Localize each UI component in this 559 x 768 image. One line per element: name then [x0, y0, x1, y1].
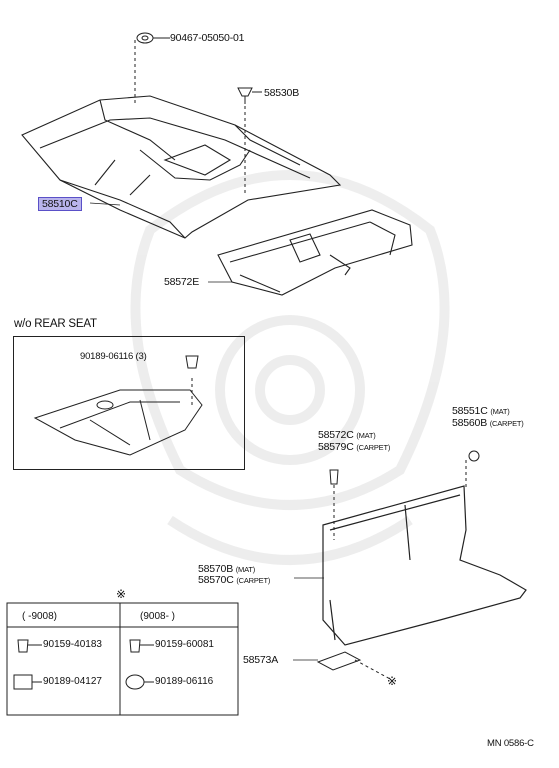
part-number: 58579C	[318, 441, 354, 453]
label-rear-mat-a: 58572C (MAT)	[318, 429, 376, 442]
inset-frame	[13, 336, 245, 470]
label-clip-right-b: 58560B (CARPET)	[452, 417, 524, 430]
label-rear-mat-b: 58579C (CARPET)	[318, 441, 390, 454]
front-floor-carpet	[21, 95, 342, 239]
label-inset-clip: 90189-06116 (3)	[80, 351, 147, 362]
part-number: 58560B	[452, 417, 488, 429]
table-col1-part2: 90189-04127	[43, 676, 102, 687]
rear-floor-cover	[217, 209, 413, 296]
label-luggage-b: 58570C (CARPET)	[198, 574, 270, 587]
label-luggage-a: 58570B (MAT)	[198, 563, 255, 576]
label-clip-right-a: 58551C (MAT)	[452, 405, 510, 418]
clip-icon-right	[468, 450, 480, 462]
part-number: 58551C	[452, 405, 488, 417]
table-col2-part2: 90189-06116	[155, 676, 214, 687]
fastener-table	[6, 602, 239, 716]
inset-floor-carpet	[33, 389, 203, 456]
table-col2-part1: 90159-60081	[155, 639, 214, 650]
push-clip-icon	[237, 87, 262, 104]
table-header-col1: ( -9008)	[22, 611, 58, 622]
leader-dashes	[134, 40, 467, 681]
watermark-logo	[130, 170, 450, 565]
part-tag: (CARPET)	[236, 576, 271, 585]
luggage-compartment-mat	[322, 485, 527, 646]
label-clip-front: 58530B	[264, 87, 300, 99]
label-clip-top: 90467-05050-01	[170, 32, 245, 44]
part-number: 58570B	[198, 563, 234, 575]
table-col1-part1: 90159-40183	[43, 639, 102, 650]
part-tag: (CARPET)	[489, 419, 524, 428]
bracket-icon	[316, 651, 362, 671]
part-tag: (MAT)	[490, 407, 510, 416]
part-tag: (MAT)	[235, 565, 256, 574]
clip-icon	[136, 32, 170, 44]
table-header-col2: (9008- )	[140, 611, 176, 622]
part-tag: (CARPET)	[356, 443, 391, 452]
marker-small: ※	[387, 674, 397, 688]
clip-icon-rear	[329, 469, 339, 485]
table-marker: ※	[116, 587, 126, 601]
inset-title: w/o REAR SEAT	[14, 318, 97, 330]
footer-code: MN 0586-C	[487, 738, 534, 749]
part-tag: (MAT)	[356, 431, 376, 440]
label-bracket: 58573A	[243, 654, 279, 666]
leader-lines	[89, 202, 324, 661]
label-front-carpet-highlighted[interactable]: 58510C	[38, 197, 82, 211]
part-number: 58572C	[318, 429, 354, 441]
label-rear-floor-cover: 58572E	[164, 276, 200, 288]
inset-clip-icon	[185, 355, 199, 369]
part-number: 58570C	[198, 574, 234, 586]
